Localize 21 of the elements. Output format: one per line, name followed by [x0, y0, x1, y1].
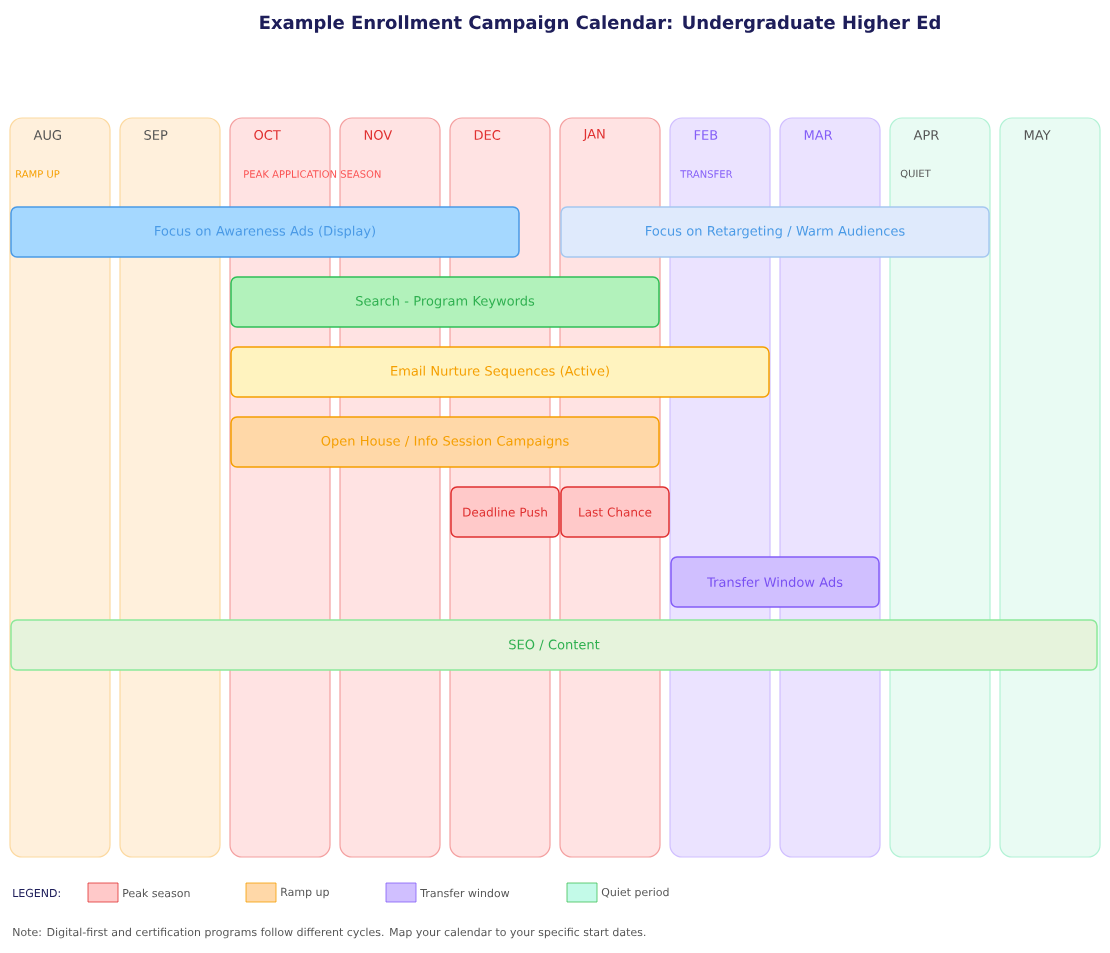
season-label: QUIET	[900, 169, 931, 179]
campaign-bar: Open House / Info Session Campaigns	[230, 416, 660, 468]
legend-text: Peak season	[123, 888, 190, 898]
campaign-bar: Focus on Awareness Ads (Display)	[10, 206, 520, 258]
legend-text: Transfer window	[420, 888, 510, 898]
campaign-bar: SEO / Content	[10, 619, 1098, 671]
campaign-bar: Deadline Push	[450, 486, 560, 538]
legend-title: LEGEND:	[13, 888, 60, 898]
season-label: RAMP UP	[16, 170, 60, 178]
title: Example Enrollment Campaign Calendar: Undergraduate Higher Ed	[260, 15, 940, 33]
season-label: PEAK APPLICATION SEASON	[244, 170, 381, 178]
note-text: Note: Digital-first and certification programs follow different cycles. Map your calendar to your specific start dates.	[13, 927, 646, 939]
season-label: TRANSFER	[680, 170, 733, 178]
campaign-bar: Last Chance	[560, 486, 670, 538]
legend-text: Ramp up	[281, 887, 329, 899]
campaign-bar: Focus on Retargeting / Warm Audiences	[560, 206, 990, 258]
campaign-bar: Email Nurture Sequences (Active)	[230, 346, 770, 398]
campaign-bar: Transfer Window Ads	[670, 556, 880, 608]
campaign-bar: Search - Program Keywords	[230, 276, 660, 328]
month-column: MAY	[999, 117, 1101, 858]
legend-text: Quiet period	[601, 887, 669, 899]
